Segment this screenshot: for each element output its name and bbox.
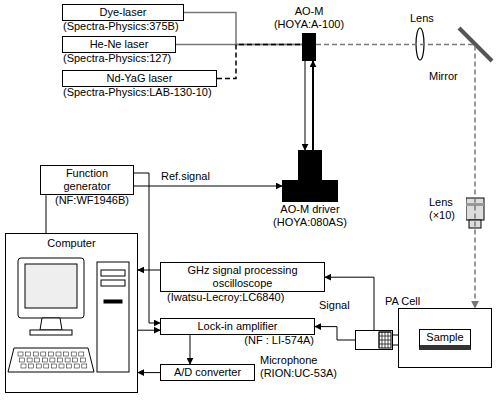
microphone-shape: [355, 330, 393, 350]
node-text: Lock-in amplifier: [164, 320, 311, 333]
instrument-box: GHz signal processing oscilloscope(Iwats…: [160, 262, 325, 292]
pa-cell: PA CellSample: [398, 308, 492, 368]
connector: [46, 195, 47, 233]
part-label: Lens (×10): [428, 196, 466, 222]
part-label: Lens: [409, 12, 435, 25]
outer-text-group: AO-M driver(HOYA:080AS): [252, 202, 368, 229]
outer-text-group: Microphone(RION:UC-53A): [260, 354, 352, 380]
outer-text-group: (Spectra-Physics:LAB-130-10): [63, 86, 212, 99]
instrument-box: Function generator(NF:WF1946B): [40, 165, 134, 195]
connector: [134, 186, 282, 187]
connector: [315, 327, 355, 340]
outer-text-group: (Iwatsu-Lecroy:LC6840): [167, 291, 284, 304]
connector: [190, 335, 191, 364]
connector: [138, 330, 160, 331]
node-caption: (Spectra-Physics:127): [63, 52, 171, 65]
driver-shape: [282, 150, 338, 202]
acousto-optic-modulator: AO-M(HOYA:A-100): [302, 33, 316, 61]
node-caption: AO-M driver: [252, 203, 368, 216]
microphone: Microphone(RION:UC-53A): [355, 330, 393, 350]
connector: [138, 372, 160, 373]
node-caption: PA Cell: [385, 295, 420, 308]
node-text: Computer: [6, 237, 137, 250]
outer-text-group: (NF : LI-574A): [244, 334, 314, 347]
node-caption: (Spectra-Physics:LAB-130-10): [63, 86, 212, 99]
node-caption: (NF:WF1946B): [55, 194, 129, 207]
instrument-box: Lock-in amplifier(NF : LI-574A): [160, 318, 315, 335]
node-text: A/D converter: [164, 366, 251, 379]
instrument-box: A/D converter: [160, 364, 255, 381]
node-text: Nd-YaG laser: [66, 72, 213, 85]
part-label: Mirror: [428, 70, 459, 83]
node-caption: (RION:UC-53A): [260, 367, 352, 380]
node-text: Dye-laser: [66, 6, 180, 19]
connector: [312, 61, 314, 150]
outer-text-group: (Spectra-Physics:127): [63, 52, 171, 65]
node-caption: Microphone: [260, 354, 352, 367]
node-caption: (HOYA:A-100): [257, 18, 361, 31]
node-text: He-Ne laser: [66, 38, 172, 51]
outer-text-group: AO-M(HOYA:A-100): [257, 5, 361, 33]
connector: [316, 45, 475, 308]
node-caption: AO-M: [257, 5, 361, 18]
outer-text-group: PA Cell: [385, 295, 420, 309]
node-text: Sample: [423, 331, 467, 344]
node-caption: (Spectra-Physics:375B): [63, 20, 179, 33]
computer-box: Computer: [5, 233, 138, 393]
connector: [217, 45, 302, 79]
signal-label: Signal: [318, 299, 351, 312]
laser-box: He-Ne laser(Spectra-Physics:127): [62, 36, 176, 53]
connector: [138, 270, 160, 271]
laser-box: Nd-YaG laser(Spectra-Physics:LAB-130-10): [62, 70, 217, 87]
signal-label: Ref.signal: [160, 170, 211, 183]
node-caption: (HOYA:080AS): [252, 216, 368, 229]
node-text: Function generator: [44, 167, 130, 193]
connector: [305, 61, 306, 150]
node-caption: (NF : LI-574A): [244, 334, 314, 347]
outer-text-group: (Spectra-Physics:375B): [63, 20, 179, 33]
modulator-driver: AO-M driver(HOYA:080AS): [282, 150, 338, 202]
node-caption: (Iwatsu-Lecroy:LC6840): [167, 291, 284, 304]
sample: Sample: [419, 329, 471, 350]
laser-box: Dye-laser(Spectra-Physics:375B): [62, 4, 184, 21]
node-text: GHz signal processing oscilloscope: [164, 264, 321, 290]
computer-illustration: [8, 258, 129, 372]
outer-text-group: (NF:WF1946B): [55, 194, 129, 207]
